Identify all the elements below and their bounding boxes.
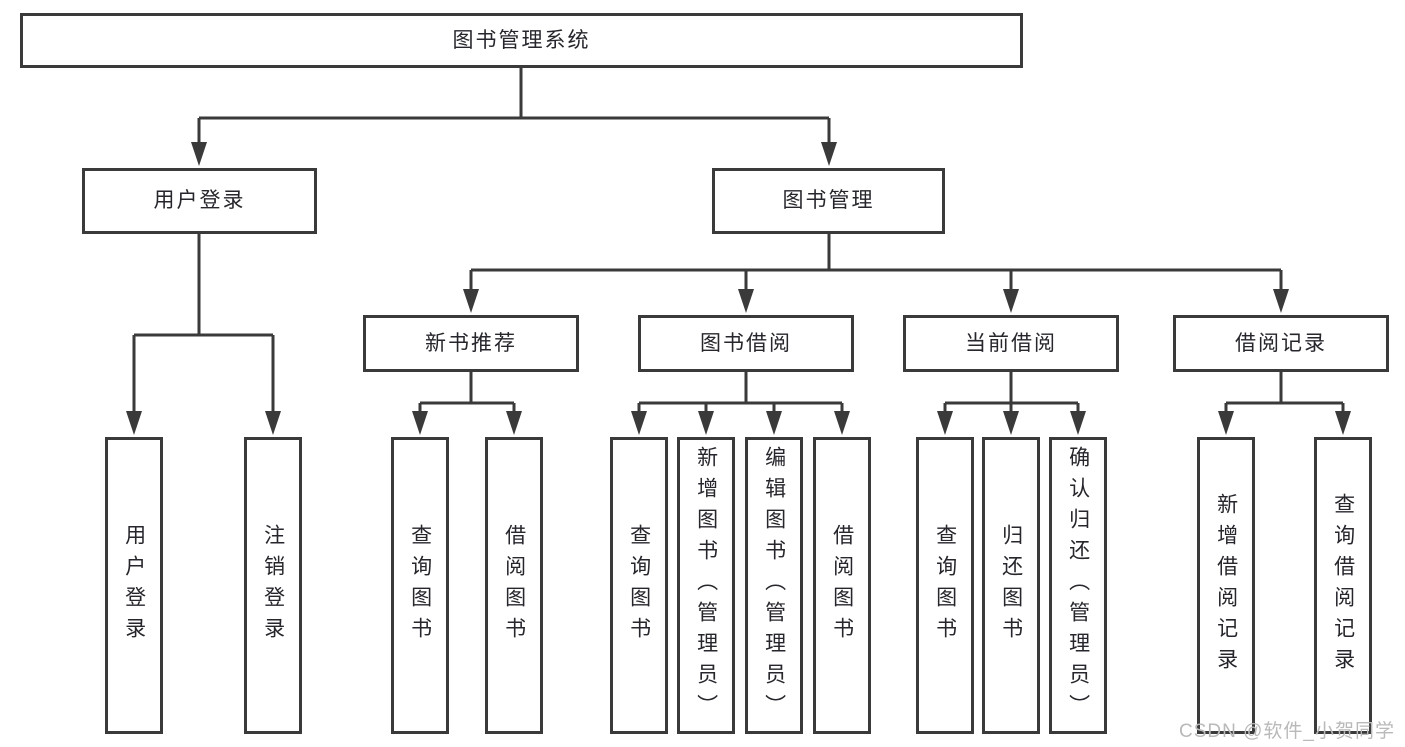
arrowhead-icon <box>1273 289 1289 313</box>
arrowhead-icon <box>1003 411 1019 435</box>
node-query-books-3: 查询图书 <box>916 437 974 734</box>
arrowhead-icon <box>738 289 754 313</box>
node-confirm-return-admin: 确认归还（管理员） <box>1049 437 1107 734</box>
node-logout-leaf: 注销登录 <box>244 437 302 734</box>
node-book-management: 图书管理 <box>712 168 945 234</box>
node-label: 查询图书 <box>627 523 651 648</box>
arrowhead-icon <box>126 411 142 435</box>
node-query-borrow-record: 查询借阅记录 <box>1314 437 1372 734</box>
node-label: 借阅图书 <box>502 523 526 648</box>
node-label: 确认归还（管理员） <box>1066 446 1090 725</box>
arrowhead-icon <box>1003 289 1019 313</box>
connector-root-to-level2 <box>197 68 831 146</box>
arrowhead-icon <box>506 411 522 435</box>
node-label: 用户登录 <box>122 523 146 648</box>
node-current-borrowing: 当前借阅 <box>903 315 1119 372</box>
connector-new-book-recommendation-to-leaves <box>418 372 516 413</box>
node-new-book-recommendation: 新书推荐 <box>363 315 579 372</box>
arrowhead-icon <box>1218 411 1234 435</box>
node-user-login-leaf: 用户登录 <box>105 437 163 734</box>
arrowhead-icon <box>834 411 850 435</box>
connector-user-login-to-leaves <box>132 234 275 413</box>
node-label: 新增图书（管理员） <box>694 446 718 725</box>
connector-borrowing-records-to-leaves <box>1224 372 1345 413</box>
arrowhead-icon <box>631 411 647 435</box>
node-label: 新增借阅记录 <box>1214 492 1238 679</box>
arrowhead-icon <box>412 411 428 435</box>
node-borrowing-records: 借阅记录 <box>1173 315 1389 372</box>
arrowhead-icon <box>766 411 782 435</box>
node-label: 查询图书 <box>933 523 957 648</box>
arrowhead-icon <box>265 411 281 435</box>
csdn-watermark: CSDN @软件_小贺同学 <box>1179 721 1395 742</box>
arrowhead-icon <box>1070 411 1086 435</box>
arrowhead-icon <box>821 142 837 166</box>
node-query-books-1: 查询图书 <box>391 437 449 734</box>
node-library-management-system: 图书管理系统 <box>20 13 1023 68</box>
connector-current-borrowing-to-leaves <box>943 372 1080 413</box>
connector-book-borrowing-to-leaves <box>637 372 844 413</box>
arrowhead-icon <box>463 289 479 313</box>
node-label: 查询借阅记录 <box>1331 492 1355 679</box>
node-user-login: 用户登录 <box>82 168 317 234</box>
node-label: 编辑图书（管理员） <box>762 446 786 725</box>
node-return-books: 归还图书 <box>982 437 1040 734</box>
node-book-borrowing: 图书借阅 <box>638 315 854 372</box>
node-borrow-books-1: 借阅图书 <box>485 437 543 734</box>
node-add-borrow-record: 新增借阅记录 <box>1197 437 1255 734</box>
arrowhead-icon <box>937 411 953 435</box>
node-label: 注销登录 <box>261 523 285 648</box>
node-label: 归还图书 <box>999 523 1023 648</box>
connector-book-management-to-groups <box>469 234 1283 291</box>
node-query-books-2: 查询图书 <box>610 437 668 734</box>
arrowhead-icon <box>1335 411 1351 435</box>
node-add-books-admin: 新增图书（管理员） <box>677 437 735 734</box>
node-label: 借阅图书 <box>830 523 854 648</box>
node-edit-books-admin: 编辑图书（管理员） <box>745 437 803 734</box>
arrowhead-icon <box>191 142 207 166</box>
node-label: 查询图书 <box>408 523 432 648</box>
arrowhead-icon <box>698 411 714 435</box>
node-borrow-books-2: 借阅图书 <box>813 437 871 734</box>
